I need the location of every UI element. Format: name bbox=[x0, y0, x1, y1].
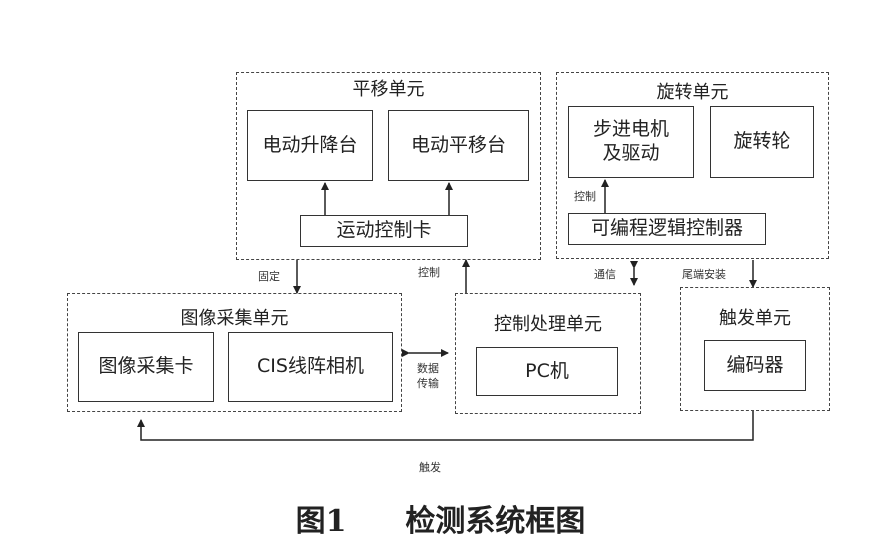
pc-box: PC机 bbox=[476, 347, 618, 396]
label-data-transfer: 数据 传输 bbox=[417, 362, 439, 390]
control-processing-unit-title: 控制处理单元 bbox=[494, 314, 602, 335]
image-acquisition-unit-group bbox=[67, 293, 402, 412]
translation-unit-group bbox=[236, 72, 541, 260]
label-tail-mount: 尾端安装 bbox=[682, 268, 726, 281]
encoder-box: 编码器 bbox=[704, 340, 806, 391]
motion-control-card-box: 运动控制卡 bbox=[300, 215, 468, 247]
label-fixed: 固定 bbox=[258, 270, 280, 283]
trigger-unit-group bbox=[680, 287, 830, 411]
trigger-unit-title: 触发单元 bbox=[719, 308, 791, 329]
figure-number: 图1 bbox=[295, 504, 347, 539]
control-processing-unit-group bbox=[455, 293, 641, 414]
figure-title: 检测系统框图 bbox=[405, 504, 586, 539]
figure-caption: 图1 检测系统框图 bbox=[0, 496, 881, 540]
label-communication: 通信 bbox=[594, 268, 616, 281]
electric-lift-box: 电动升降台 bbox=[247, 110, 373, 181]
translation-unit-title: 平移单元 bbox=[352, 79, 425, 100]
label-control-right: 控制 bbox=[574, 190, 596, 203]
stepper-motor-box: 步进电机 及驱动 bbox=[568, 106, 694, 178]
arrow-trigger bbox=[137, 410, 754, 441]
rotation-unit-group bbox=[556, 72, 829, 259]
rotation-unit-title: 旋转单元 bbox=[656, 82, 729, 103]
electric-translation-box: 电动平移台 bbox=[388, 110, 529, 181]
label-trigger: 触发 bbox=[419, 461, 441, 474]
image-capture-card-box: 图像采集卡 bbox=[78, 332, 214, 402]
label-control-left: 控制 bbox=[418, 266, 440, 279]
plc-box: 可编程逻辑控制器 bbox=[568, 213, 766, 245]
image-acquisition-unit-title: 图像采集单元 bbox=[180, 308, 289, 329]
rotary-wheel-box: 旋转轮 bbox=[710, 106, 814, 178]
cis-camera-box: CIS线阵相机 bbox=[228, 332, 393, 402]
